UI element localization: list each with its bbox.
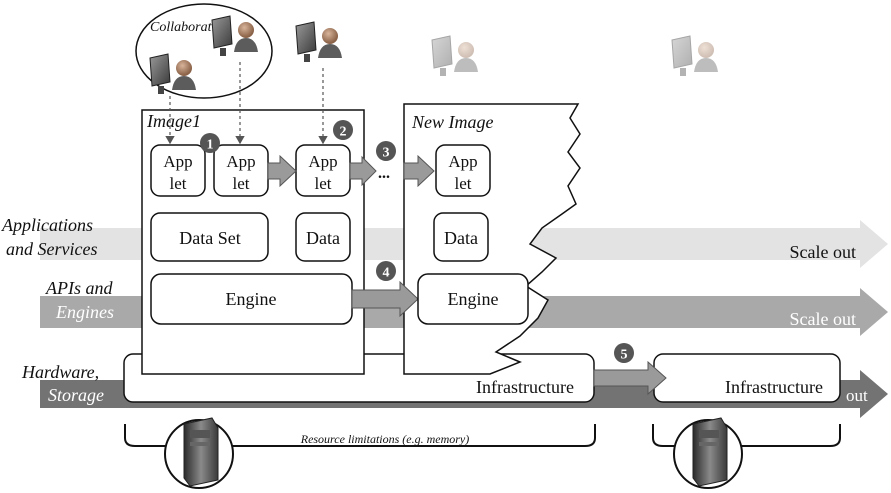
resource-bracket-right [652, 424, 841, 447]
applet-label-2: let [170, 174, 187, 193]
infrastructure-label: Infrastructure [476, 377, 574, 397]
user-icon [431, 35, 478, 76]
resource-note: Resource limitations (e.g. memory) [300, 432, 470, 446]
dataset-box [150, 212, 269, 262]
infrastructure-label: Infrastructure [725, 377, 823, 397]
step-badge-3: 3 [376, 141, 396, 161]
user-icon [671, 35, 718, 76]
flow-arrow [403, 154, 435, 188]
collaboration-label: Collaboration [150, 20, 229, 35]
svg-text:4: 4 [383, 266, 390, 281]
new-image-title: New Image [411, 112, 493, 132]
layer-label-apis-2: Engines [55, 302, 114, 322]
applet-label-1: App [308, 152, 337, 171]
server-icon [164, 417, 234, 489]
data-label: Data [306, 228, 340, 248]
svg-text:3: 3 [383, 146, 390, 161]
svg-text:1: 1 [207, 138, 214, 153]
applet-label-1: App [226, 152, 255, 171]
svg-text:2: 2 [340, 125, 347, 140]
user-icon [295, 21, 342, 62]
resource-bracket-left [124, 424, 596, 447]
band-hardware-right-label: out [846, 386, 868, 405]
layer-label-hw-1: Hardware, [21, 362, 99, 382]
applet-label-2: let [455, 174, 472, 193]
step-badge-1: 1 [200, 133, 220, 153]
user-icon [149, 53, 196, 94]
flow-arrow [349, 155, 377, 187]
data-box [433, 212, 489, 262]
data-label: Data [444, 228, 478, 248]
band-apis-right-label: Scale out [790, 309, 856, 329]
data-box [295, 212, 351, 262]
flow-arrow [593, 360, 667, 396]
svg-text:5: 5 [621, 348, 628, 363]
image1-title: Image1 [146, 111, 201, 131]
step-badge-2: 2 [333, 120, 353, 140]
flow-arrow [267, 154, 297, 188]
engine-label: Engine [448, 289, 499, 309]
layer-label-apis-1: APIs and [45, 278, 113, 298]
dataset-label: Data Set [179, 228, 240, 248]
layer-label-apps-2: and Services [6, 239, 97, 259]
step-badge-5: 5 [614, 343, 634, 363]
engine-label: Engine [226, 289, 277, 309]
band-applications-right-label: Scale out [790, 242, 856, 262]
applet-label-2: let [315, 174, 332, 193]
applet-box [150, 144, 206, 197]
ellipsis: ... [378, 165, 390, 182]
engine-box [417, 273, 529, 325]
collaboration-group [135, 3, 273, 99]
applet-label-2: let [233, 174, 250, 193]
layer-label-hw-2: Storage [48, 385, 104, 405]
server-icon [673, 417, 743, 489]
applet-box [435, 144, 491, 197]
flow-arrow [351, 280, 419, 318]
step-badge-4: 4 [376, 261, 396, 281]
user-icon [211, 15, 258, 56]
applet-label-1: App [163, 152, 192, 171]
applet-label-1: App [448, 152, 477, 171]
layer-label-apps-1: Applications [1, 215, 93, 235]
